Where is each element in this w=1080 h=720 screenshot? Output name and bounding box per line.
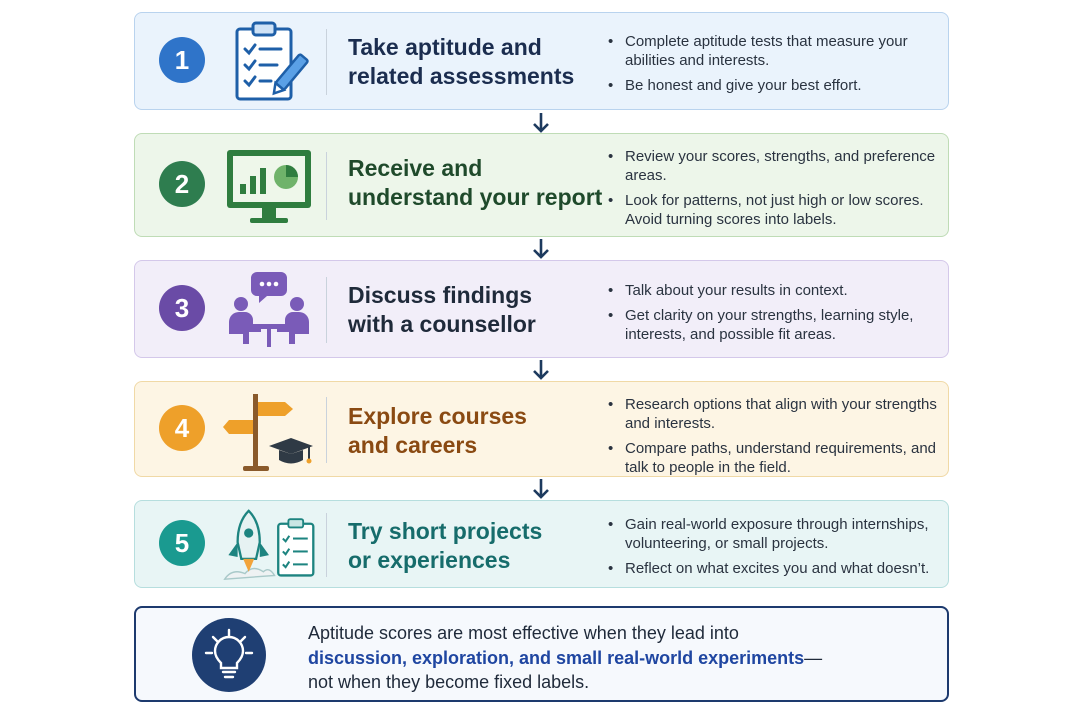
step-number-badge: 3: [159, 285, 205, 331]
divider: [326, 513, 327, 577]
step-bullets: Talk about your results in context. Get …: [608, 281, 943, 350]
step-number-badge: 2: [159, 161, 205, 207]
signpost-graduation-cap-icon: [221, 385, 317, 475]
step-number-badge: 1: [159, 37, 205, 83]
report-chart-monitor-icon: [221, 141, 317, 231]
step-title-line: Receive and: [348, 155, 483, 181]
callout-highlight: discussion, exploration, and small real-…: [308, 647, 805, 668]
step-title: Receive and understand your report: [348, 154, 608, 212]
bullet-item: Be honest and give your best effort.: [608, 76, 943, 95]
divider: [326, 277, 327, 343]
bullet-item: Compare paths, understand requirements, …: [608, 439, 943, 477]
bullet-item: Look for patterns, not just high or low …: [608, 191, 943, 229]
step-bullets: Research options that align with your st…: [608, 395, 943, 483]
divider: [326, 29, 327, 95]
divider: [326, 152, 327, 220]
bullet-item: Complete aptitude tests that measure you…: [608, 32, 943, 70]
bullet-item: Review your scores, strengths, and prefe…: [608, 147, 943, 185]
step-title-line: Explore courses: [348, 403, 527, 429]
step-title: Try short projects or experiences: [348, 517, 598, 575]
step-title-line: with a counsellor: [348, 311, 536, 337]
bullet-item: Research options that align with your st…: [608, 395, 943, 433]
step-title-line: or experiences: [348, 547, 511, 573]
callout-line: discussion, exploration, and small real-…: [308, 646, 908, 671]
arrow-down-icon: [533, 479, 549, 499]
callout-dash: —: [804, 647, 823, 668]
counselling-conversation-icon: [221, 265, 317, 355]
step-number-badge: 4: [159, 405, 205, 451]
step-title-line: and careers: [348, 432, 478, 458]
bullet-item: Reflect on what excites you and what doe…: [608, 559, 943, 578]
step-title: Take aptitude and related assessments: [348, 33, 598, 91]
bullet-item: Gain real-world exposure through interns…: [608, 515, 943, 553]
step-title-line: understand your report: [348, 184, 603, 210]
step-title: Explore courses and careers: [348, 402, 598, 460]
step-1-card: 1 Take aptitude and related assessments …: [134, 12, 949, 110]
step-4-card: 4 Explore courses and careers Research o…: [134, 381, 949, 477]
arrow-down-icon: [533, 239, 549, 259]
step-2-card: 2 Receive and understand your report Rev…: [134, 133, 949, 237]
step-title-line: related assessments: [348, 63, 575, 89]
lightbulb-icon: [192, 618, 266, 692]
callout-text: Aptitude scores are most effective when …: [308, 621, 908, 695]
bullet-item: Talk about your results in context.: [608, 281, 943, 300]
arrow-down-icon: [533, 360, 549, 380]
callout-line: Aptitude scores are most effective when …: [308, 623, 739, 643]
summary-callout: Aptitude scores are most effective when …: [134, 606, 949, 702]
callout-line: not when they become fixed labels.: [308, 672, 590, 692]
bullet-item: Get clarity on your strengths, learning …: [608, 306, 943, 344]
arrow-down-icon: [533, 113, 549, 133]
step-number-badge: 5: [159, 520, 205, 566]
step-title-line: Discuss findings: [348, 282, 533, 308]
step-bullets: Gain real-world exposure through interns…: [608, 515, 943, 584]
step-title-line: Take aptitude and: [348, 34, 542, 60]
step-title: Discuss findings with a counsellor: [348, 281, 598, 339]
step-title-line: Try short projects: [348, 518, 543, 544]
clipboard-checklist-icon: [221, 17, 317, 107]
step-3-card: 3 Discuss findings with a counsellor Tal…: [134, 260, 949, 358]
rocket-checklist-icon: [221, 500, 317, 590]
step-5-card: 5 Try short projects or experiences Gain…: [134, 500, 949, 588]
divider: [326, 397, 327, 463]
step-bullets: Complete aptitude tests that measure you…: [608, 32, 943, 101]
step-bullets: Review your scores, strengths, and prefe…: [608, 147, 943, 235]
